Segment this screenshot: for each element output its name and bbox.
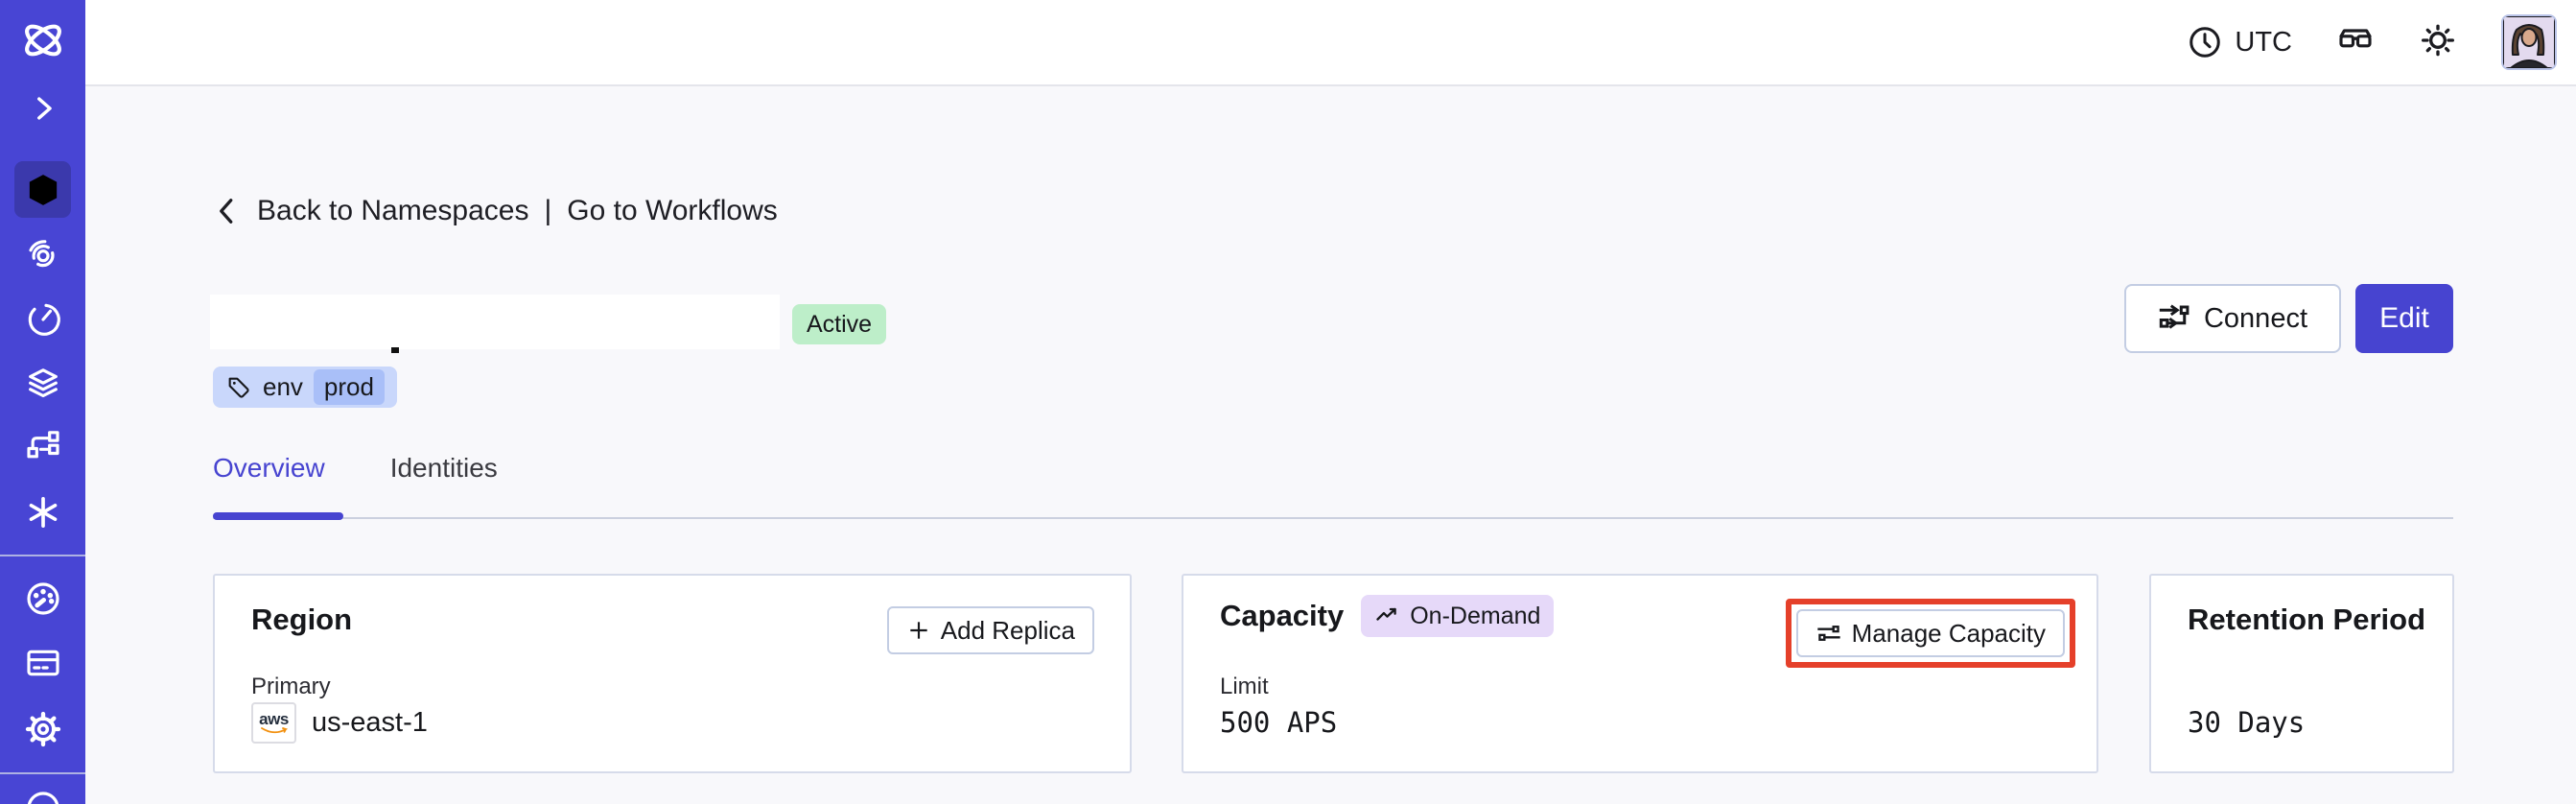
trending-up-icon (1376, 607, 1396, 621)
limit-label: Limit (1220, 674, 1269, 699)
top-bar: UTC (85, 0, 2576, 86)
namespace-tag: env prod (213, 367, 397, 408)
edit-button[interactable]: Edit (2355, 284, 2453, 353)
clock-icon (2190, 27, 2221, 58)
docs-glasses-icon[interactable] (2336, 21, 2375, 64)
connect-button-label: Connect (2203, 302, 2307, 334)
tab-overview[interactable]: Overview (213, 453, 325, 483)
capacity-card-title: Capacity (1220, 599, 1345, 632)
sidebar-item-schedules[interactable] (0, 300, 85, 339)
plus-icon (910, 622, 927, 639)
region-value: us-east-1 (312, 707, 428, 738)
retention-value: 30 Days (2188, 706, 2306, 739)
add-replica-button[interactable]: Add Replica (886, 606, 1094, 654)
sidebar-divider (0, 772, 85, 774)
capacity-value: 500 APS (1220, 706, 1338, 739)
on-demand-badge: On-Demand (1361, 595, 1555, 637)
timezone-label: UTC (2235, 26, 2292, 58)
sidebar (0, 0, 85, 804)
tab-bar-divider (213, 517, 2453, 519)
sidebar-item-nexus[interactable] (0, 493, 85, 532)
active-tab-indicator (213, 512, 343, 520)
tab-identities[interactable]: Identities (389, 453, 498, 483)
breadcrumb: Back to Namespaces | Go to Workflows (213, 194, 778, 228)
capacity-card: Capacity On-Demand Manage Capacity Limit… (1182, 574, 2098, 773)
back-to-namespaces-link[interactable]: Back to Namespaces (257, 195, 529, 226)
region-card-title: Region (251, 603, 353, 636)
manage-capacity-highlight: Manage Capacity (1785, 599, 2075, 668)
manage-capacity-label: Manage Capacity (1851, 618, 2046, 648)
sidebar-item-deployments[interactable] (0, 365, 85, 403)
sidebar-item-batch-operations[interactable] (0, 427, 85, 465)
on-demand-badge-label: On-Demand (1410, 602, 1541, 629)
temporal-logo-icon[interactable] (0, 15, 85, 65)
sidebar-item-usage[interactable] (0, 579, 85, 618)
edit-button-label: Edit (2379, 302, 2429, 334)
aws-logo-icon: aws (251, 702, 296, 744)
add-replica-label: Add Replica (940, 615, 1075, 645)
retention-card: Retention Period 30 Days (2149, 574, 2454, 773)
region-card: Region Add Replica Primary aws us-east-1 (213, 574, 1132, 773)
go-to-workflows-link[interactable]: Go to Workflows (567, 195, 778, 226)
theme-toggle-sun-icon[interactable] (2419, 21, 2457, 64)
tag-key: env (263, 372, 303, 401)
sidebar-item-help-icon[interactable] (0, 789, 85, 804)
retention-card-title: Retention Period (2188, 603, 2426, 636)
sidebar-item-billing[interactable] (0, 644, 85, 682)
region-value-row: aws us-east-1 (251, 702, 428, 744)
aws-word: aws (259, 709, 289, 728)
user-avatar[interactable] (2501, 14, 2557, 70)
connect-button[interactable]: Connect (2124, 284, 2341, 353)
sidebar-item-namespaces[interactable] (14, 161, 71, 218)
connect-flow-icon (2159, 304, 2190, 329)
tag-value: prod (313, 369, 385, 405)
namespace-name-redacted (210, 295, 780, 349)
breadcrumb-divider: | (544, 195, 552, 226)
timezone-selector[interactable]: UTC (2187, 24, 2292, 60)
tag-icon (228, 377, 249, 398)
sliders-icon (1816, 626, 1840, 641)
primary-label: Primary (251, 674, 331, 699)
manage-capacity-button[interactable]: Manage Capacity (1795, 609, 2065, 657)
tab-bar: Overview Identities (213, 453, 498, 508)
sidebar-divider (0, 555, 85, 556)
redaction-artifact (391, 347, 399, 353)
back-chevron-icon[interactable] (213, 194, 242, 228)
sidebar-item-workflows[interactable] (0, 235, 85, 273)
sidebar-item-settings[interactable] (0, 710, 85, 748)
status-badge: Active (792, 304, 887, 344)
sidebar-expand-chevron-icon[interactable] (0, 92, 85, 125)
